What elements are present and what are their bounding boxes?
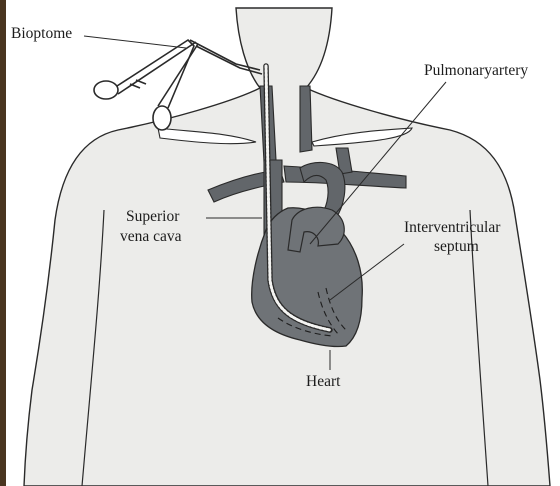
label-bioptome: Bioptome xyxy=(11,25,72,42)
label-superior-vena-cava-line2: vena cava xyxy=(120,228,182,245)
label-heart: Heart xyxy=(306,373,341,390)
label-pulmonary-artery: Pulmonaryartery xyxy=(424,62,528,79)
label-interventricular-septum-line1: Interventricular xyxy=(404,219,501,236)
label-interventricular-septum-line2: septum xyxy=(434,238,479,255)
left-page-border xyxy=(0,0,6,486)
label-superior-vena-cava-line1: Superior xyxy=(126,208,180,225)
forceps-ring-left xyxy=(94,81,118,99)
right-jugular-vein xyxy=(300,86,312,152)
forceps-ring-bottom xyxy=(153,106,171,130)
